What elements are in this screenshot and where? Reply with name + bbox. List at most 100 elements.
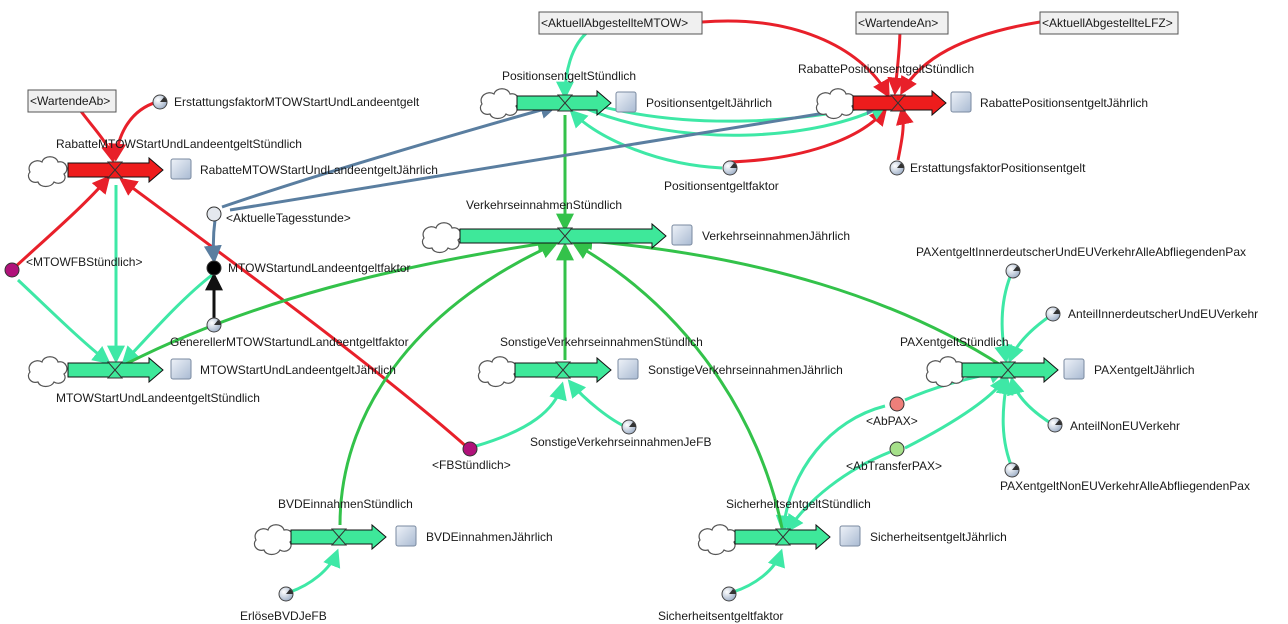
- flow-label-sicherheit[interactable]: SicherheitsentgeltStündlich: [726, 497, 871, 511]
- cloud-icon: [815, 88, 856, 120]
- flow-label-positionsentgelt[interactable]: PositionsentgeltStündlich: [502, 69, 636, 83]
- flow-label-pax[interactable]: PAXentgeltStündlich: [900, 335, 1009, 349]
- const-label-sonstige-je-fb[interactable]: SonstigeVerkehrseinnahmenJeFB: [530, 435, 711, 449]
- const-label-anteil-inner[interactable]: AnteilInnerdeutscherUndEUVerkehr: [1068, 307, 1258, 321]
- stock-box: [671, 224, 693, 246]
- link-abtransfer-pax: [904, 374, 1007, 450]
- stock-label-sicherheit[interactable]: SicherheitsentgeltJährlich: [870, 530, 1007, 544]
- link-sich-verkehrs: [571, 242, 784, 529]
- stock-label-rabatte-mtow[interactable]: RabatteMTOWStartUndLandeentgeltJährlich: [200, 163, 438, 177]
- link-abtransfer-sich: [786, 450, 891, 533]
- dial-icon: [1005, 263, 1021, 279]
- valve-icon: [554, 361, 572, 379]
- link-posst-rabattepos: [579, 103, 889, 137]
- valve-icon: [774, 528, 792, 546]
- const-label-sicherheitsfaktor[interactable]: Sicherheitsentgeltfaktor: [658, 609, 783, 623]
- aux-label-abtransfer[interactable]: <AbTransferPAX>: [846, 459, 942, 473]
- stock-label-mtow-start[interactable]: MTOWStartUndLandeentgeltJährlich: [200, 363, 396, 377]
- flow-label-verkehrs[interactable]: VerkehrseinnahmenStündlich: [466, 198, 622, 212]
- cloud-icon: [925, 356, 966, 388]
- const-label-erstattung-mtow[interactable]: ErstattungsfaktorMTOWStartUndLandeentgel…: [174, 95, 420, 109]
- link-fb-sonstige: [475, 381, 567, 448]
- link-sicherheitsfaktor-sich: [732, 548, 785, 594]
- link-posfaktor-rabattepos: [727, 107, 888, 164]
- aux-label-abpax[interactable]: <AbPAX>: [866, 414, 918, 428]
- cloud-icon: [27, 156, 68, 188]
- shadow-aktuell-mtow[interactable]: <AktuellAbgestellteMTOW>: [541, 16, 688, 30]
- aux-node-mtow-faktor: [206, 260, 222, 276]
- valve-icon: [106, 161, 124, 179]
- const-label-anteil-noneu[interactable]: AnteilNonEUVerkehr: [1070, 419, 1180, 433]
- dial-icon: [889, 160, 905, 176]
- stock-box: [170, 158, 192, 180]
- link-wartendean-rabattepos: [887, 27, 906, 96]
- flow-label-mtow-start[interactable]: MTOWStartUndLandeentgeltStündlich: [56, 391, 260, 405]
- shadow-wartende-an[interactable]: <WartendeAn>: [858, 16, 938, 30]
- stock-label-sonstige[interactable]: SonstigeVerkehrseinnahmenJährlich: [648, 363, 843, 377]
- shadow-aktuell-lfz[interactable]: <AktuellAbgestellteLFZ>: [1042, 16, 1173, 30]
- flow-label-bvd[interactable]: BVDEinnahmenStündlich: [278, 497, 413, 511]
- stock-label-positionsentgelt[interactable]: PositionsentgeltJährlich: [646, 96, 772, 110]
- stock-label-bvd[interactable]: BVDEinnahmenJährlich: [426, 530, 553, 544]
- link-wartendeab-rabattemtow: [78, 109, 119, 164]
- stock-label-verkehrs[interactable]: VerkehrseinnahmenJährlich: [702, 229, 850, 243]
- link-mtowfb-rabattemtow: [12, 175, 111, 270]
- const-label-erstattung-pos[interactable]: ErstattungsfaktorPositionsentgelt: [910, 161, 1086, 175]
- stock-label-rabatte-pos[interactable]: RabattePositionsentgeltJährlich: [980, 96, 1148, 110]
- flow-pipes: [67, 89, 1059, 551]
- cloud-icon: [477, 356, 518, 388]
- dial-icon: [722, 160, 738, 176]
- flow-pipe-rabatte-pos: [852, 89, 947, 117]
- aux-label-mtowfb[interactable]: <MTOWFBStündlich>: [26, 255, 142, 269]
- const-label-pax-noneu[interactable]: PAXentgeltNonEUVerkehrAlleAbfliegendenPa…: [1000, 479, 1250, 493]
- labels: <AktuellAbgestellteMTOW> <WartendeAn> <A…: [26, 16, 1258, 623]
- dial-icon: [152, 94, 168, 110]
- dial-icon: [1045, 306, 1061, 322]
- cloud-icon: [697, 524, 738, 556]
- dial-icon: [278, 586, 294, 602]
- link-tagesstunde-posst: [221, 101, 559, 209]
- flow-pipe-verkehrs: [459, 222, 667, 250]
- link-aktuelllfz-rabattepos: [900, 20, 1041, 96]
- link-faktor-mtowst: [121, 273, 213, 365]
- dial-icon: [621, 419, 637, 435]
- stock-box: [395, 525, 417, 547]
- link-erstmtow-rabattemtow: [108, 100, 158, 162]
- flow-label-rabatte-pos[interactable]: RabattePositionsentgeltStündlich: [798, 62, 974, 76]
- stock-box: [839, 525, 861, 547]
- link-bvd-verkehrs: [338, 241, 559, 526]
- cloud-icon: [27, 356, 68, 388]
- clouds: [27, 88, 966, 556]
- shadow-wartende-ab[interactable]: <WartendeAb>: [30, 94, 110, 108]
- const-label-generell-mtow[interactable]: GenerellerMTOWStartundLandeentgeltfaktor: [170, 335, 409, 349]
- aux-label-fb[interactable]: <FBStündlich>: [432, 458, 511, 472]
- link-sonstigejefb-sonstige: [567, 379, 629, 430]
- const-label-positionsentgeltfaktor[interactable]: Positionsentgeltfaktor: [664, 179, 779, 193]
- dial-icon: [1047, 417, 1063, 433]
- flow-label-sonstige[interactable]: SonstigeVerkehrseinnahmenStündlich: [500, 335, 703, 349]
- aux-label-mtow-faktor[interactable]: MTOWStartundLandeentgeltfaktor: [228, 261, 411, 275]
- flow-pipe-pax: [961, 356, 1059, 384]
- const-label-erloese-bvd[interactable]: ErlöseBVDJeFB: [240, 609, 327, 623]
- stock-box: [1063, 358, 1085, 380]
- stock-label-pax[interactable]: PAXentgeltJährlich: [1094, 363, 1195, 377]
- link-erloese-bvd: [289, 548, 341, 594]
- aux-nodes: [4, 206, 905, 457]
- aux-node-abtransfer: [889, 441, 905, 457]
- const-label-pax-inner[interactable]: PAXentgeltInnerdeutscherUndEUVerkehrAlle…: [916, 245, 1246, 259]
- link-aktuellmtow-rabattepos: [701, 19, 890, 99]
- flow-pipe-positionsentgelt: [516, 89, 612, 117]
- dial-icon: [721, 586, 737, 602]
- link-posfaktor-posst: [569, 109, 723, 170]
- cloud-icon: [421, 222, 462, 254]
- flow-label-rabatte-mtow[interactable]: RabatteMTOWStartUndLandeentgeltStündlich: [56, 137, 302, 151]
- valve-icon: [330, 528, 348, 546]
- link-aktuellmtow-posst: [556, 28, 591, 100]
- link-fb-rabattemtow: [119, 177, 469, 450]
- stock-box: [170, 358, 192, 380]
- stocks: [170, 91, 1085, 547]
- aux-label-tagesstunde[interactable]: <AktuelleTagesstunde>: [226, 211, 351, 225]
- link-anteilnoneu-pax: [1007, 376, 1053, 426]
